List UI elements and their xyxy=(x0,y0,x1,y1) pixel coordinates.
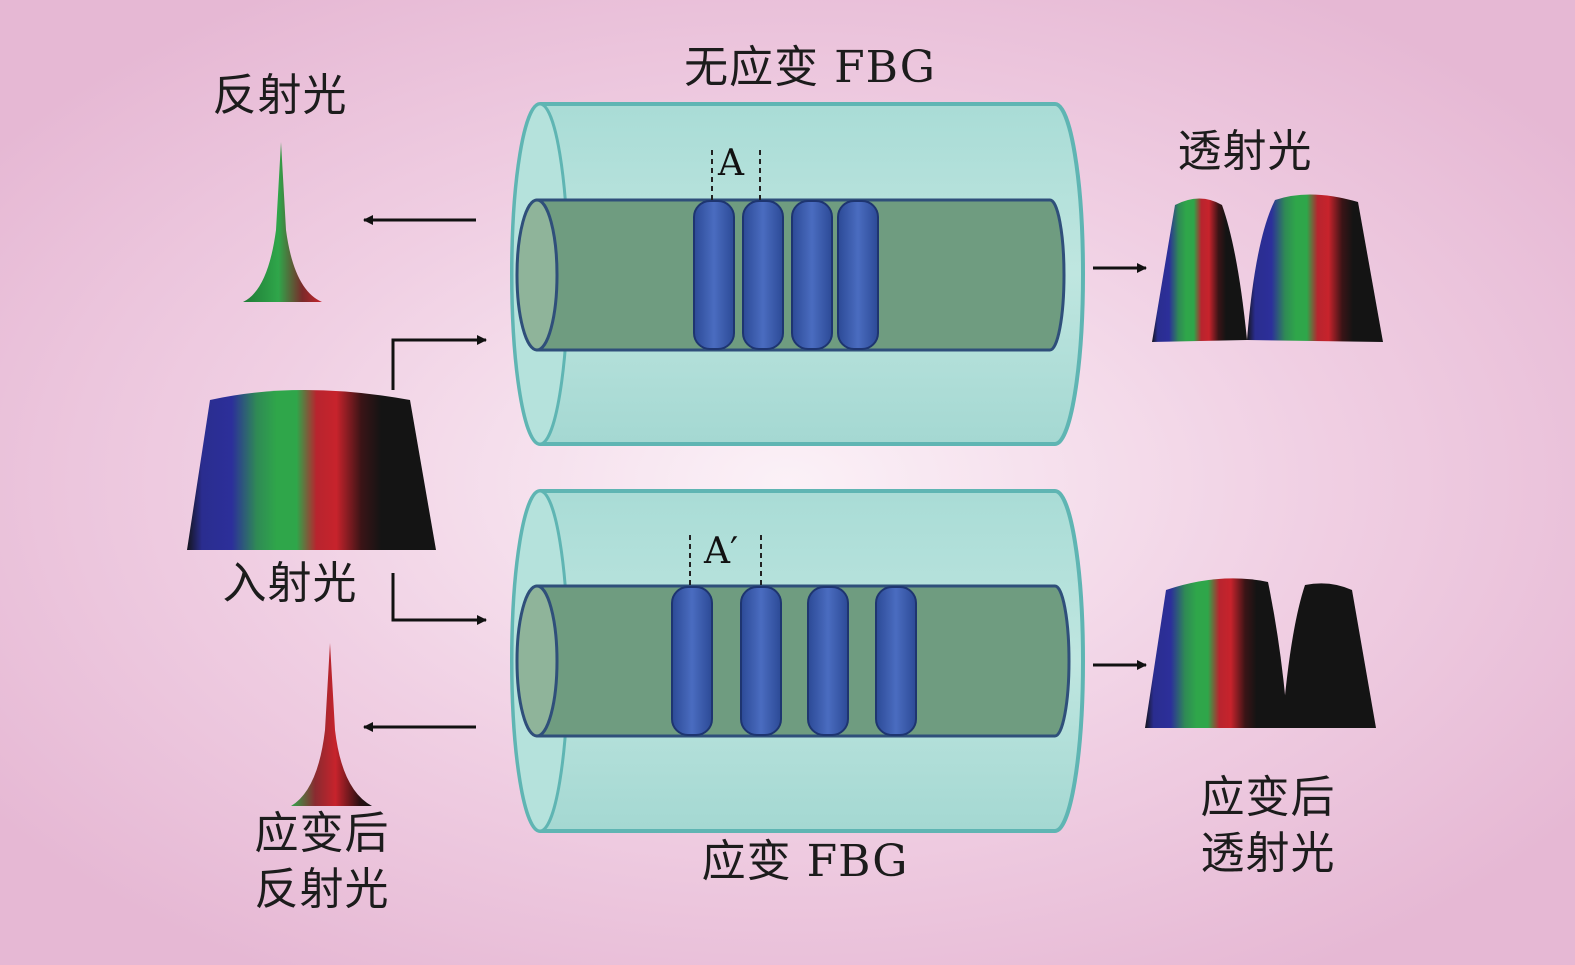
strained-grating-period-label: A′ xyxy=(704,531,739,572)
grating-plane xyxy=(671,586,713,736)
reflected-light-label: 反射光 xyxy=(212,70,348,121)
grating-top xyxy=(693,200,879,350)
core-bottom xyxy=(521,584,1071,738)
strained-reflected-light-label: 应变后 反射光 xyxy=(254,808,390,915)
grating-plane xyxy=(740,586,782,736)
grating-plane xyxy=(742,200,784,350)
strained-transmitted-spectrum xyxy=(1145,578,1376,728)
fiber-strained xyxy=(510,489,1085,833)
grating-plane xyxy=(807,586,849,736)
transmitted-spectrum xyxy=(1152,194,1383,342)
grating-bottom xyxy=(671,586,917,736)
incident-light-label: 入射光 xyxy=(222,558,358,609)
fiber-unstrained xyxy=(510,102,1085,446)
core-top-end xyxy=(515,198,559,352)
grating-plane xyxy=(875,586,917,736)
incident-spectrum xyxy=(187,390,436,550)
core-bottom-end xyxy=(515,584,559,738)
strained-reflected-peak xyxy=(291,643,372,806)
elbow-arrow-icon xyxy=(391,573,487,625)
reflected-peak xyxy=(243,142,322,302)
grating-plane xyxy=(791,200,833,350)
elbow-arrow-icon xyxy=(391,335,487,390)
strained-fbg-label: 应变 FBG xyxy=(701,836,909,887)
transmitted-light-label: 透射光 xyxy=(1177,126,1313,177)
unstrained-fbg-label: 无应变 FBG xyxy=(684,42,936,93)
grating-plane xyxy=(837,200,879,350)
grating-plane xyxy=(693,200,735,350)
grating-period-label: A xyxy=(718,143,744,184)
strained-transmitted-light-label: 应变后 透射光 xyxy=(1200,772,1336,879)
